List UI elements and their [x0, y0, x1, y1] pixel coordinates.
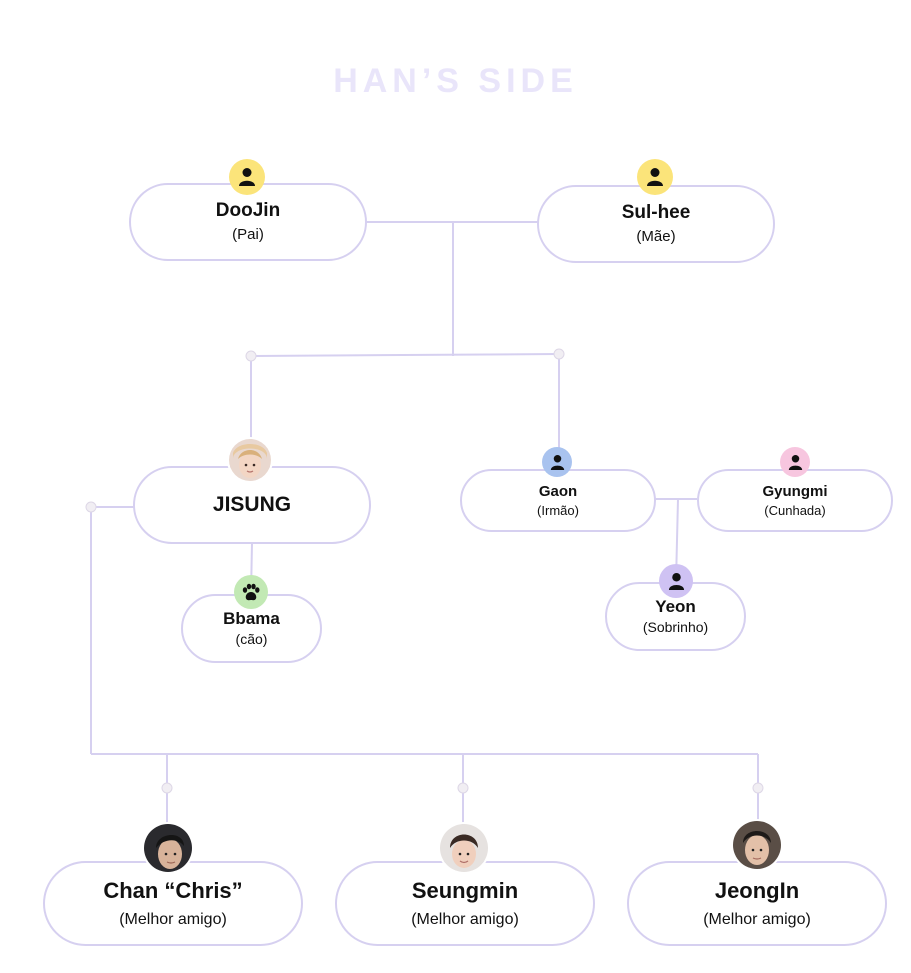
person-role: (Melhor amigo) [703, 910, 811, 928]
person-name: JISUNG [212, 492, 292, 516]
paw-icon [234, 575, 268, 609]
person-icon [637, 159, 673, 195]
junction-dot [553, 348, 565, 360]
person-card-gaon[interactable]: Gaon (Irmão) [460, 469, 656, 532]
person-card-chan[interactable]: Chan “Chris” (Melhor amigo) [43, 861, 303, 946]
person-role: (Mãe) [636, 227, 676, 245]
person-name: JeongIn [714, 878, 800, 904]
person-role: (Pai) [232, 225, 264, 243]
person-name: Yeon [655, 596, 696, 616]
person-role: (Sobrinho) [642, 619, 709, 636]
page-title: HAN’S SIDE [333, 62, 578, 100]
junction-dot [245, 350, 257, 362]
junction-dot [161, 782, 173, 794]
person-icon [780, 447, 810, 477]
person-role: (Cunhada) [764, 502, 826, 518]
avatar-seungmin-photo [438, 822, 490, 874]
junction-dot [457, 782, 469, 794]
person-card-seungmin[interactable]: Seungmin (Melhor amigo) [335, 861, 595, 946]
person-card-jeongin[interactable]: JeongIn (Melhor amigo) [627, 861, 887, 946]
junction-dot [752, 782, 764, 794]
avatar-jisung-photo [227, 437, 273, 483]
person-card-doojin[interactable]: DooJin (Pai) [129, 183, 367, 261]
person-icon [542, 447, 572, 477]
avatar-jeongin-photo [731, 819, 783, 871]
person-role: (Irmão) [537, 502, 579, 518]
person-card-sulhee[interactable]: Sul-hee (Mãe) [537, 185, 775, 263]
person-name: Gyungmi [762, 482, 828, 500]
person-name: Seungmin [411, 878, 519, 904]
person-name: Sul-hee [621, 202, 691, 224]
pet-name: Bbama [223, 608, 280, 628]
person-card-gyungmi[interactable]: Gyungmi (Cunhada) [697, 469, 893, 532]
junction-dot [85, 501, 97, 513]
person-name: Chan “Chris” [103, 878, 243, 904]
avatar-chan-photo [142, 822, 194, 874]
pet-role: (cão) [235, 631, 268, 648]
person-role: (Melhor amigo) [119, 910, 227, 928]
person-name: Gaon [538, 482, 578, 500]
person-role: (Melhor amigo) [411, 910, 519, 928]
person-icon [659, 564, 693, 598]
person-name: DooJin [215, 200, 281, 222]
person-icon [229, 159, 265, 195]
